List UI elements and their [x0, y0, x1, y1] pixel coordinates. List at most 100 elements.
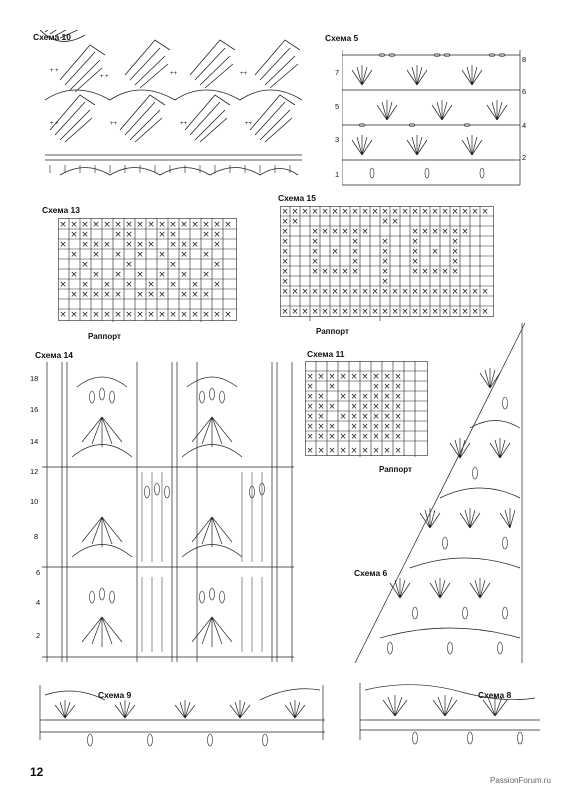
svg-text:×: ×	[281, 227, 288, 237]
scheme-5-row-2: 2	[522, 153, 527, 162]
svg-text:×: ×	[372, 432, 379, 442]
svg-text:×: ×	[281, 247, 288, 257]
svg-text:×: ×	[59, 280, 67, 290]
svg-text:×: ×	[92, 240, 100, 250]
svg-text:×: ×	[311, 237, 318, 247]
svg-text:×: ×	[381, 217, 388, 227]
svg-text:×: ×	[372, 412, 379, 422]
svg-text:×: ×	[158, 270, 166, 280]
scheme-5-row-3: 3	[335, 135, 340, 144]
svg-text:×: ×	[317, 432, 324, 442]
svg-text:×: ×	[394, 402, 401, 412]
scheme-9-diagram	[39, 685, 325, 747]
svg-text:×: ×	[306, 392, 313, 402]
svg-text:×: ×	[103, 290, 111, 300]
scheme-10-title: Схема 10	[33, 32, 71, 42]
watermark: PassionForum.ru	[490, 776, 551, 785]
svg-text:×: ×	[331, 267, 338, 277]
svg-text:×: ×	[372, 402, 379, 412]
svg-text:×: ×	[202, 270, 210, 280]
svg-text:++: ++	[110, 121, 118, 127]
svg-text:×: ×	[331, 247, 338, 257]
svg-text:×: ×	[70, 230, 78, 240]
svg-text:++: ++	[245, 121, 253, 127]
svg-text:×: ×	[361, 446, 368, 456]
svg-text:×: ×	[169, 240, 177, 250]
svg-text:×: ×	[281, 287, 288, 297]
svg-text:×: ×	[291, 207, 298, 217]
svg-text:×: ×	[431, 247, 438, 257]
svg-text:×: ×	[451, 287, 458, 297]
svg-text:×: ×	[431, 307, 438, 317]
svg-text:×: ×	[451, 207, 458, 217]
svg-text:×: ×	[372, 422, 379, 432]
svg-text:×: ×	[158, 250, 166, 260]
svg-text:×: ×	[328, 432, 335, 442]
svg-text:×: ×	[383, 412, 390, 422]
svg-text:×: ×	[311, 307, 318, 317]
svg-text:×: ×	[431, 207, 438, 217]
svg-text:×: ×	[306, 372, 313, 382]
svg-text:×: ×	[381, 247, 388, 257]
svg-text:×: ×	[451, 237, 458, 247]
svg-text:×: ×	[125, 260, 133, 270]
svg-text:×: ×	[169, 220, 177, 230]
svg-text:×: ×	[351, 257, 358, 267]
svg-text:×: ×	[351, 207, 358, 217]
svg-text:×: ×	[421, 207, 428, 217]
svg-text:×: ×	[372, 392, 379, 402]
svg-text:×: ×	[361, 227, 368, 237]
svg-text:×: ×	[401, 307, 408, 317]
svg-text:×: ×	[481, 307, 488, 317]
svg-text:×: ×	[103, 220, 111, 230]
svg-text:×: ×	[114, 290, 122, 300]
svg-text:×: ×	[81, 290, 89, 300]
svg-text:+ +: + +	[50, 121, 59, 127]
svg-text:×: ×	[391, 207, 398, 217]
svg-text:×: ×	[341, 267, 348, 277]
svg-text:×: ×	[191, 310, 199, 320]
scheme-5-row-8: 8	[522, 55, 527, 64]
svg-text:×: ×	[136, 270, 144, 280]
svg-text:×: ×	[361, 207, 368, 217]
svg-text:×: ×	[328, 372, 335, 382]
scheme-5-title: Схема 5	[325, 33, 359, 43]
svg-text:×: ×	[281, 267, 288, 277]
svg-text:×: ×	[351, 227, 358, 237]
svg-text:×: ×	[281, 237, 288, 247]
svg-text:×: ×	[311, 257, 318, 267]
svg-text:×: ×	[136, 220, 144, 230]
svg-text:×: ×	[114, 270, 122, 280]
svg-text:×: ×	[411, 257, 418, 267]
svg-text:×: ×	[394, 372, 401, 382]
svg-text:×: ×	[341, 227, 348, 237]
svg-text:×: ×	[147, 220, 155, 230]
svg-text:×: ×	[350, 446, 357, 456]
svg-text:×: ×	[202, 310, 210, 320]
scheme-11-title: Схема 11	[307, 349, 345, 359]
svg-text:×: ×	[81, 230, 89, 240]
svg-text:×: ×	[441, 287, 448, 297]
svg-text:++: ++	[240, 71, 248, 77]
svg-text:×: ×	[281, 217, 288, 227]
svg-text:×: ×	[381, 237, 388, 247]
svg-text:×: ×	[306, 412, 313, 422]
svg-text:×: ×	[125, 310, 133, 320]
svg-text:×: ×	[372, 372, 379, 382]
svg-text:×: ×	[81, 260, 89, 270]
scheme-8-title: Схема 8	[478, 690, 512, 700]
svg-text:×: ×	[291, 287, 298, 297]
scheme-14-title: Схема 14	[35, 350, 73, 360]
svg-text:×: ×	[114, 250, 122, 260]
svg-text:×: ×	[471, 307, 478, 317]
svg-text:×: ×	[394, 432, 401, 442]
svg-text:×: ×	[180, 290, 188, 300]
svg-text:×: ×	[383, 382, 390, 392]
svg-text:×: ×	[321, 307, 328, 317]
svg-text:+ +: + +	[50, 68, 59, 74]
svg-text:×: ×	[202, 250, 210, 260]
svg-text:×: ×	[306, 432, 313, 442]
svg-text:×: ×	[441, 227, 448, 237]
svg-text:×: ×	[328, 382, 335, 392]
scheme-14-row-2: 2	[36, 631, 41, 640]
